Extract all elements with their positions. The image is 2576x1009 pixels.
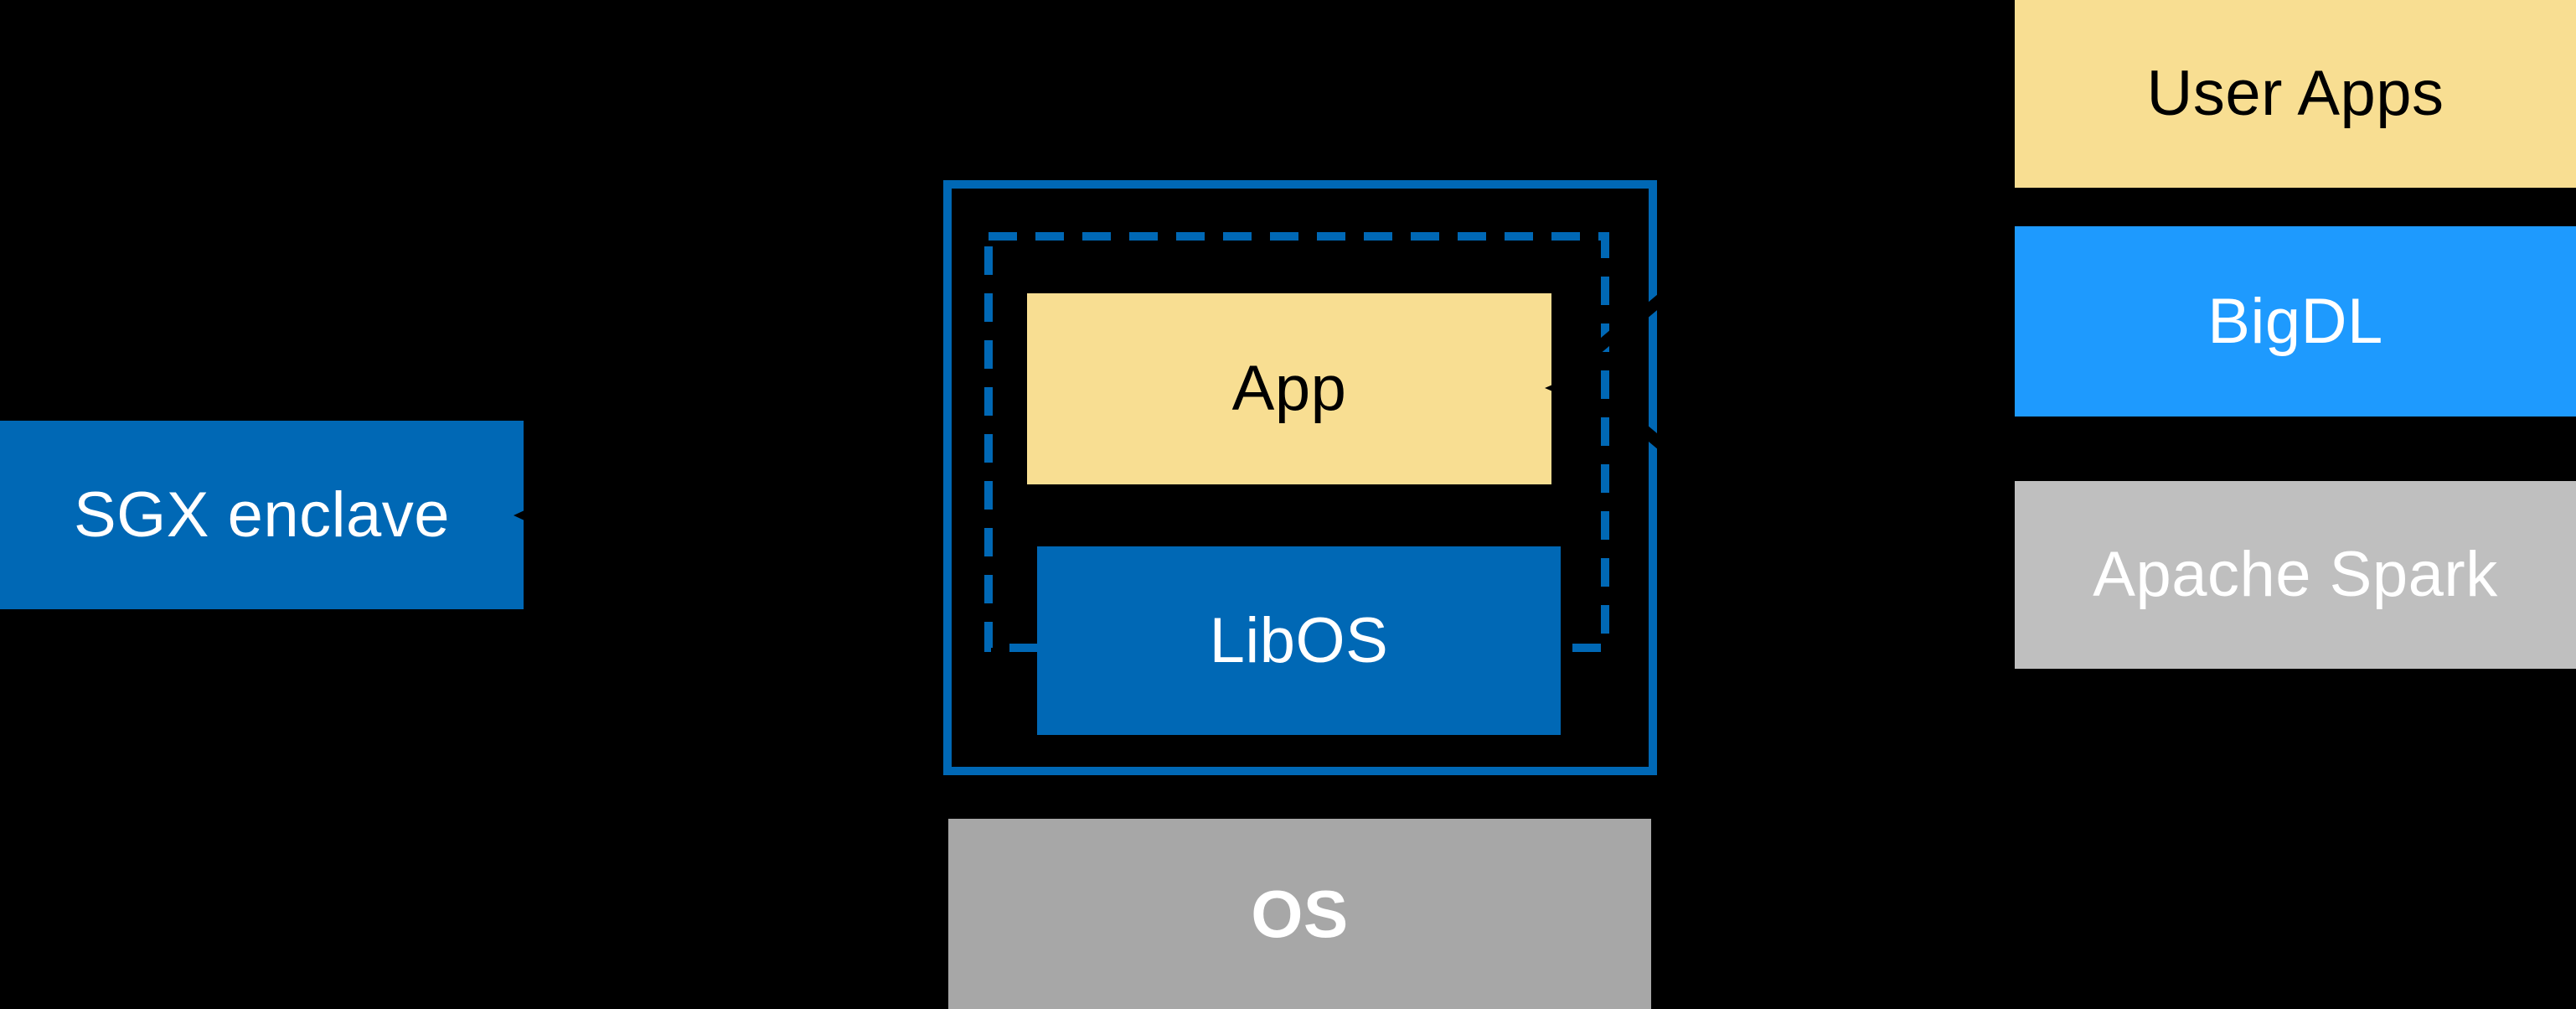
sgx-enclave-box: SGX enclave [0, 421, 524, 609]
enclave-outline-box [943, 180, 1657, 775]
libos-box: LibOS [1037, 546, 1561, 735]
app-box: App [1027, 293, 1551, 484]
sgx-enclave-label: SGX enclave [73, 479, 451, 551]
bigdl-label: BigDL [2207, 285, 2383, 357]
user-apps-label: User Apps [2146, 58, 2444, 129]
apache-spark-box: Apache Spark [2015, 481, 2576, 669]
apache-spark-label: Apache Spark [2093, 539, 2498, 610]
user-apps-box: User Apps [2015, 0, 2576, 188]
app-label: App [1231, 353, 1347, 424]
bigdl-box: BigDL [2015, 226, 2576, 417]
os-box: OS [948, 819, 1651, 1009]
libos-label: LibOS [1209, 604, 1389, 676]
os-label: OS [1251, 876, 1349, 951]
